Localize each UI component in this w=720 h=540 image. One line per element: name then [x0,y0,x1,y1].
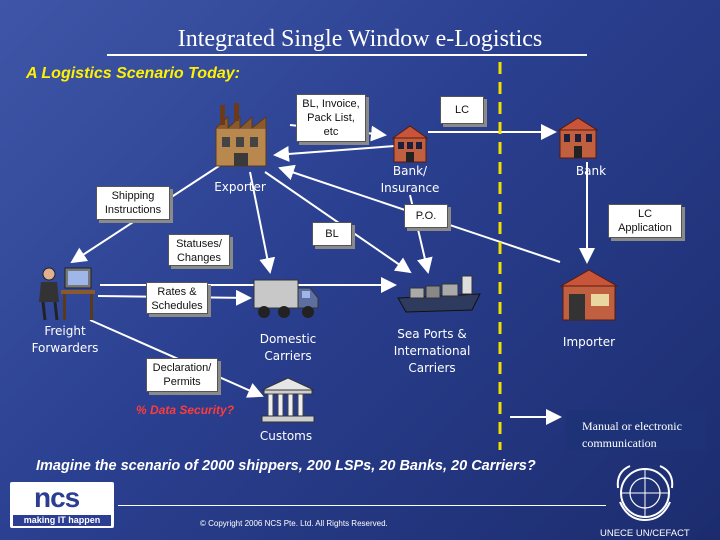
node-sea-ports-line1: Sea Ports & [397,327,467,341]
bank-building-icon [557,117,599,159]
node-importer: Importer [562,335,616,349]
doc-declaration-line1: Declaration/ [152,362,212,374]
arrow-bank-to-exporter [273,145,396,162]
arrow-exporter-to-truck [249,171,276,274]
doc-lc-app-line1: LC [637,208,653,220]
page-subtitle: A Logistics Scenario Today: [26,65,240,82]
doc-bl: BL [312,222,352,246]
node-freight-forwarders: Freight Forwarders [26,323,104,357]
truck-icon [253,279,319,318]
doc-rates-line1: Rates & [157,286,197,298]
legend-line2: communication [582,436,657,450]
doc-bl-invoice-line1: BL, Invoice, [302,98,360,110]
footer-divider [118,505,606,506]
node-domestic-line2: Carriers [264,349,312,363]
un-emblem-icon [616,465,674,522]
security-note: % Data Security? [136,403,235,417]
doc-po: P.O. [404,204,448,228]
doc-shipping-line2: Instructions [104,204,162,216]
node-domestic-carriers: Domestic Carriers [254,331,322,365]
doc-statuses-line2: Changes [176,252,222,264]
node-sea-ports-line2: International [393,344,471,358]
node-exporter: Exporter [214,180,266,194]
factory-icon [215,103,267,167]
ncs-logo-tagline: making IT happen [13,515,111,526]
node-bank-insurance-line1: Bank/ [392,164,428,178]
doc-bl-invoice-line3: etc [323,126,339,138]
doc-lc-application: LC Application [608,204,682,238]
doc-shipping-line1: Shipping [111,190,155,202]
doc-bl-invoice: BL, Invoice, Pack List, etc [296,94,366,142]
page-title: Integrated Single Window e-Logistics [177,26,543,52]
footer-copyright: © Copyright 2006 NCS Pte. Ltd. All Right… [200,519,388,528]
node-freight-line1: Freight [44,324,86,338]
doc-statuses-line1: Statuses/ [176,238,222,250]
person-computer-icon [39,267,95,321]
doc-lc: LC [440,96,484,124]
doc-declaration: Declaration/ Permits [146,358,218,392]
doc-rates-line2: Schedules [151,300,203,312]
legend-box: Manual or electronic communication [566,410,706,450]
doc-declaration-line2: Permits [163,376,201,388]
ship-icon [397,275,481,313]
ncs-logo: ncs making IT happen [10,482,114,528]
ncs-logo-name: ncs [34,482,80,513]
warehouse-icon [559,269,619,321]
node-bank-insurance-line2: Insurance [380,181,440,195]
node-domestic-line1: Domestic [259,332,317,346]
node-sea-ports-line3: Carriers [408,361,456,375]
customs-building-icon [261,377,315,423]
legend-label: Manual or electronic communication [566,410,706,452]
node-customs: Customs [259,429,313,443]
doc-shipping-instructions: Shipping Instructions [96,186,170,220]
node-bank-insurance: Bank/ Insurance [372,163,448,197]
legend-line1: Manual or electronic [582,419,682,433]
scenario-question: Imagine the scenario of 2000 shippers, 2… [36,458,536,474]
bank-building-icon [391,125,429,163]
node-bank: Bank [575,164,607,178]
footer-org: UNECE UN/CEFACT [600,528,690,539]
doc-statuses: Statuses/ Changes [168,234,230,266]
doc-bl-invoice-line2: Pack List, [307,112,355,124]
title-underline [107,54,587,56]
doc-lc-app-line2: Application [618,222,672,234]
doc-rates: Rates & Schedules [146,282,208,314]
node-sea-ports: Sea Ports & International Carriers [386,326,478,377]
node-freight-line2: Forwarders [31,341,99,355]
